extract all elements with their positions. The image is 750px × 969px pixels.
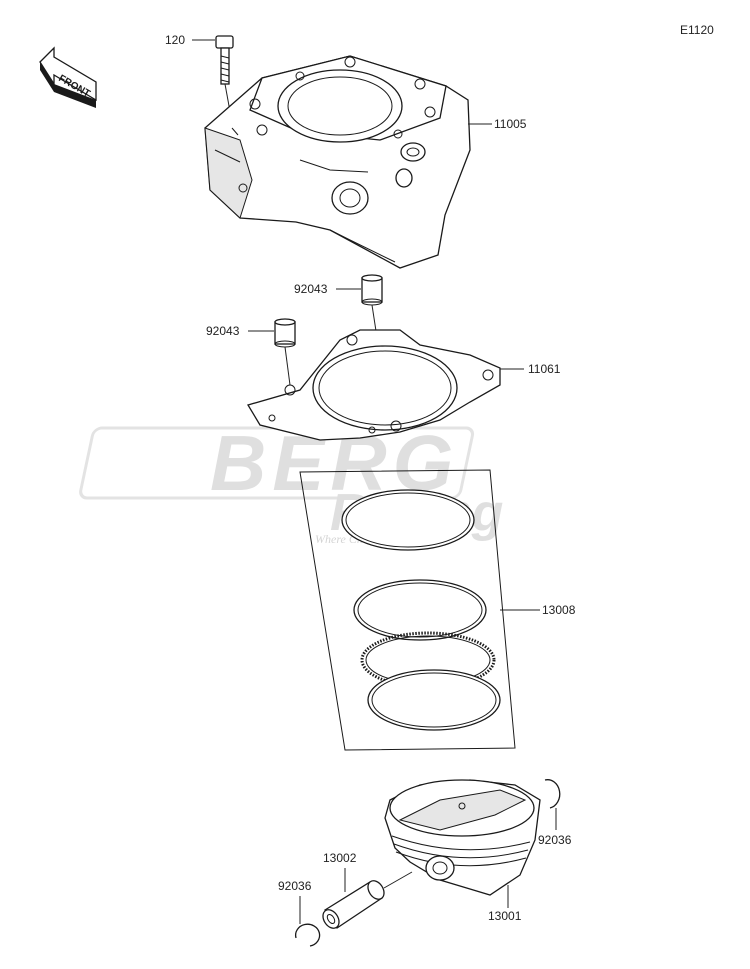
front-arrow-icon: FRONT xyxy=(39,46,97,108)
callout-92043-lower: 92043 xyxy=(206,324,240,338)
callout-11061: 11061 xyxy=(528,362,561,376)
piston-pin-13002 xyxy=(322,880,385,929)
ring-set-frame xyxy=(299,469,516,751)
circlip-92036-right xyxy=(544,779,561,809)
diagram-code: E1120 xyxy=(680,23,714,37)
piston-ring-oil-rail xyxy=(367,669,501,731)
callout-13002: 13002 xyxy=(323,851,357,865)
piston-ring-second xyxy=(353,579,487,641)
dowel-pin-92043-upper xyxy=(361,274,383,306)
circlip-92036-left xyxy=(294,923,321,947)
cylinder-11005 xyxy=(204,55,471,269)
piston-13001 xyxy=(384,779,541,896)
callout-92043-upper: 92043 xyxy=(294,282,328,296)
piston-ring-top xyxy=(341,489,475,551)
callout-92036-left: 92036 xyxy=(278,879,312,893)
callout-13001: 13001 xyxy=(488,909,522,923)
callout-120: 120 xyxy=(165,33,185,47)
dowel-pin-92043-lower xyxy=(274,318,296,348)
gasket-11061 xyxy=(247,329,501,441)
callout-92036-right: 92036 xyxy=(538,833,572,847)
callout-13008: 13008 xyxy=(542,603,576,617)
callout-11005: 11005 xyxy=(494,117,527,131)
bolt-120 xyxy=(215,35,234,85)
